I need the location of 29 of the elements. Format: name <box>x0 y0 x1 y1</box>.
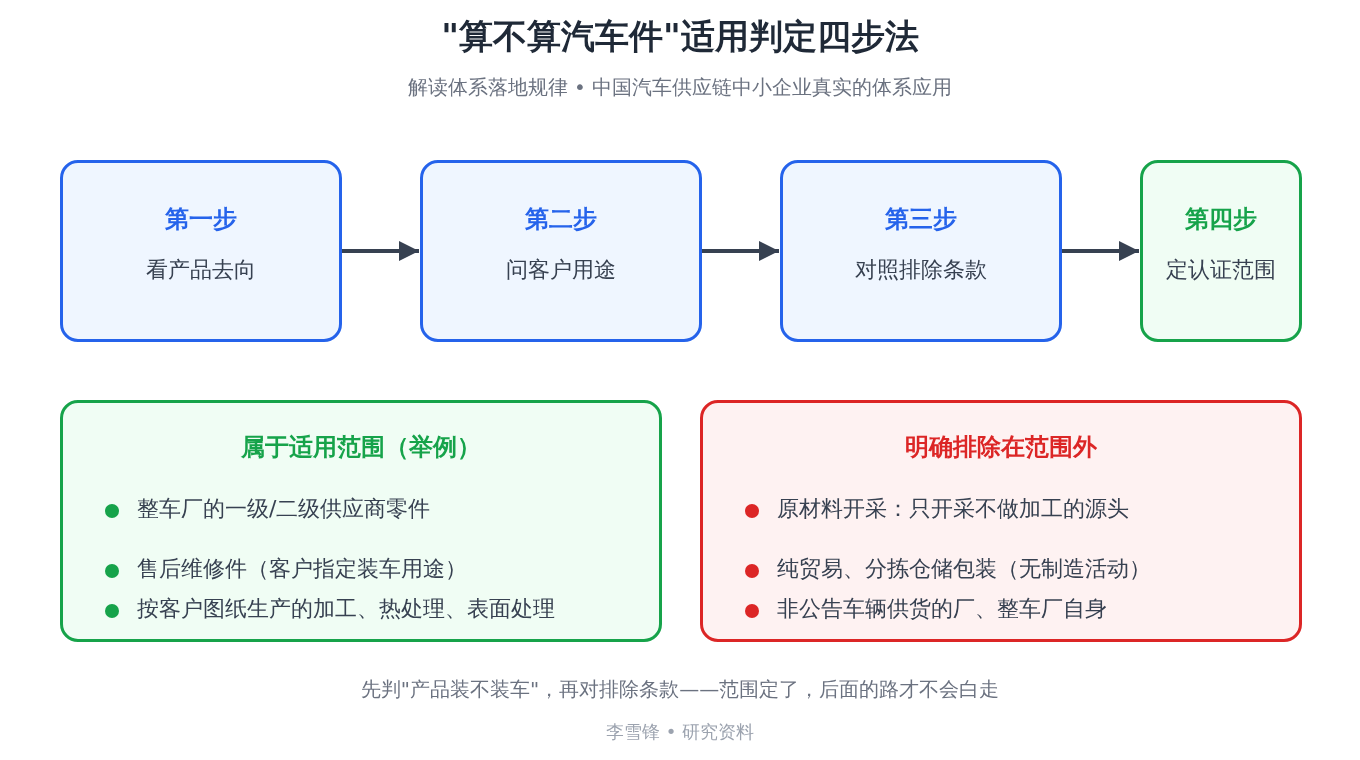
list-item: 整车厂的一级/二级供应商零件 <box>137 495 431 523</box>
arrow <box>1062 241 1139 261</box>
list-item: 原材料开采：只开采不做加工的源头 <box>777 495 1129 523</box>
panel-box <box>60 400 662 642</box>
step-heading: 第四步 <box>1184 204 1258 235</box>
step-box <box>420 160 702 342</box>
step-heading: 第三步 <box>884 204 958 235</box>
step-heading: 第二步 <box>524 204 598 235</box>
panel-heading: 属于适用范围（举例） <box>240 432 482 463</box>
panel-heading: 明确排除在范围外 <box>904 432 1098 463</box>
step-text: 定认证范围 <box>1165 256 1277 284</box>
list-item: 按客户图纸生产的加工、热处理、表面处理 <box>137 595 555 623</box>
footer-note: 先判"产品装不装车"，再对排除条款——范围定了，后面的路才不会白走 <box>359 676 1001 703</box>
arrow <box>702 241 779 261</box>
credit-text: 李雪锋 • 研究资料 <box>604 720 756 744</box>
panel-box <box>700 400 1302 642</box>
step-box <box>60 160 342 342</box>
step-text: 看产品去向 <box>145 256 257 284</box>
list-item: 非公告车辆供货的厂、整车厂自身 <box>777 595 1107 623</box>
step-box <box>1140 160 1302 342</box>
step-text: 问客户用途 <box>505 256 617 284</box>
step-text: 对照排除条款 <box>854 256 988 284</box>
subtitle: 解读体系落地规律 • 中国汽车供应链中小企业真实的体系应用 <box>406 74 954 101</box>
step-box <box>780 160 1062 342</box>
step-heading: 第一步 <box>164 204 238 235</box>
arrow <box>342 241 419 261</box>
list-item: 售后维修件（客户指定装车用途） <box>137 555 467 583</box>
list-item: 纯贸易、分拣仓储包装（无制造活动） <box>777 555 1151 583</box>
title: "算不算汽车件"适用判定四步法 <box>440 15 920 58</box>
